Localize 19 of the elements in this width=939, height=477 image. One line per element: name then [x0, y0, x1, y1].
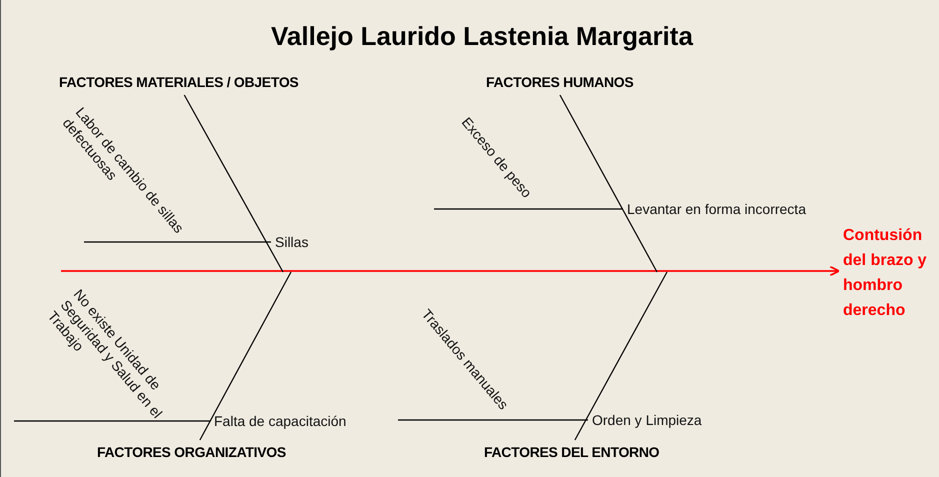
cause-label: Falta de capacitación [210, 413, 346, 429]
bone-line [199, 272, 292, 440]
category-label: FACTORES ORGANIZATIVOS [97, 442, 286, 463]
spine-arrow [61, 266, 840, 276]
diagram-title: Vallejo Laurido Lastenia Margarita [271, 20, 693, 53]
bone-line [559, 94, 658, 272]
branch-line [398, 419, 588, 421]
cause-label: Sillas [271, 234, 308, 250]
branch-line [434, 208, 623, 210]
bone-line [184, 94, 284, 272]
category-label: FACTORES DEL ENTORNO [484, 442, 660, 463]
category-label: FACTORES HUMANOS [486, 72, 634, 93]
branch-line [84, 241, 271, 243]
category-label: FACTORES MATERIALES / OBJETOS [59, 72, 298, 93]
effect-label: Contusión del brazo y hombro derecho [839, 223, 939, 323]
bone-line [574, 272, 668, 440]
cause-label: Levantar en forma incorrecta [623, 201, 806, 217]
branch-line [14, 420, 210, 422]
cause-label: Orden y Limpieza [588, 412, 702, 428]
